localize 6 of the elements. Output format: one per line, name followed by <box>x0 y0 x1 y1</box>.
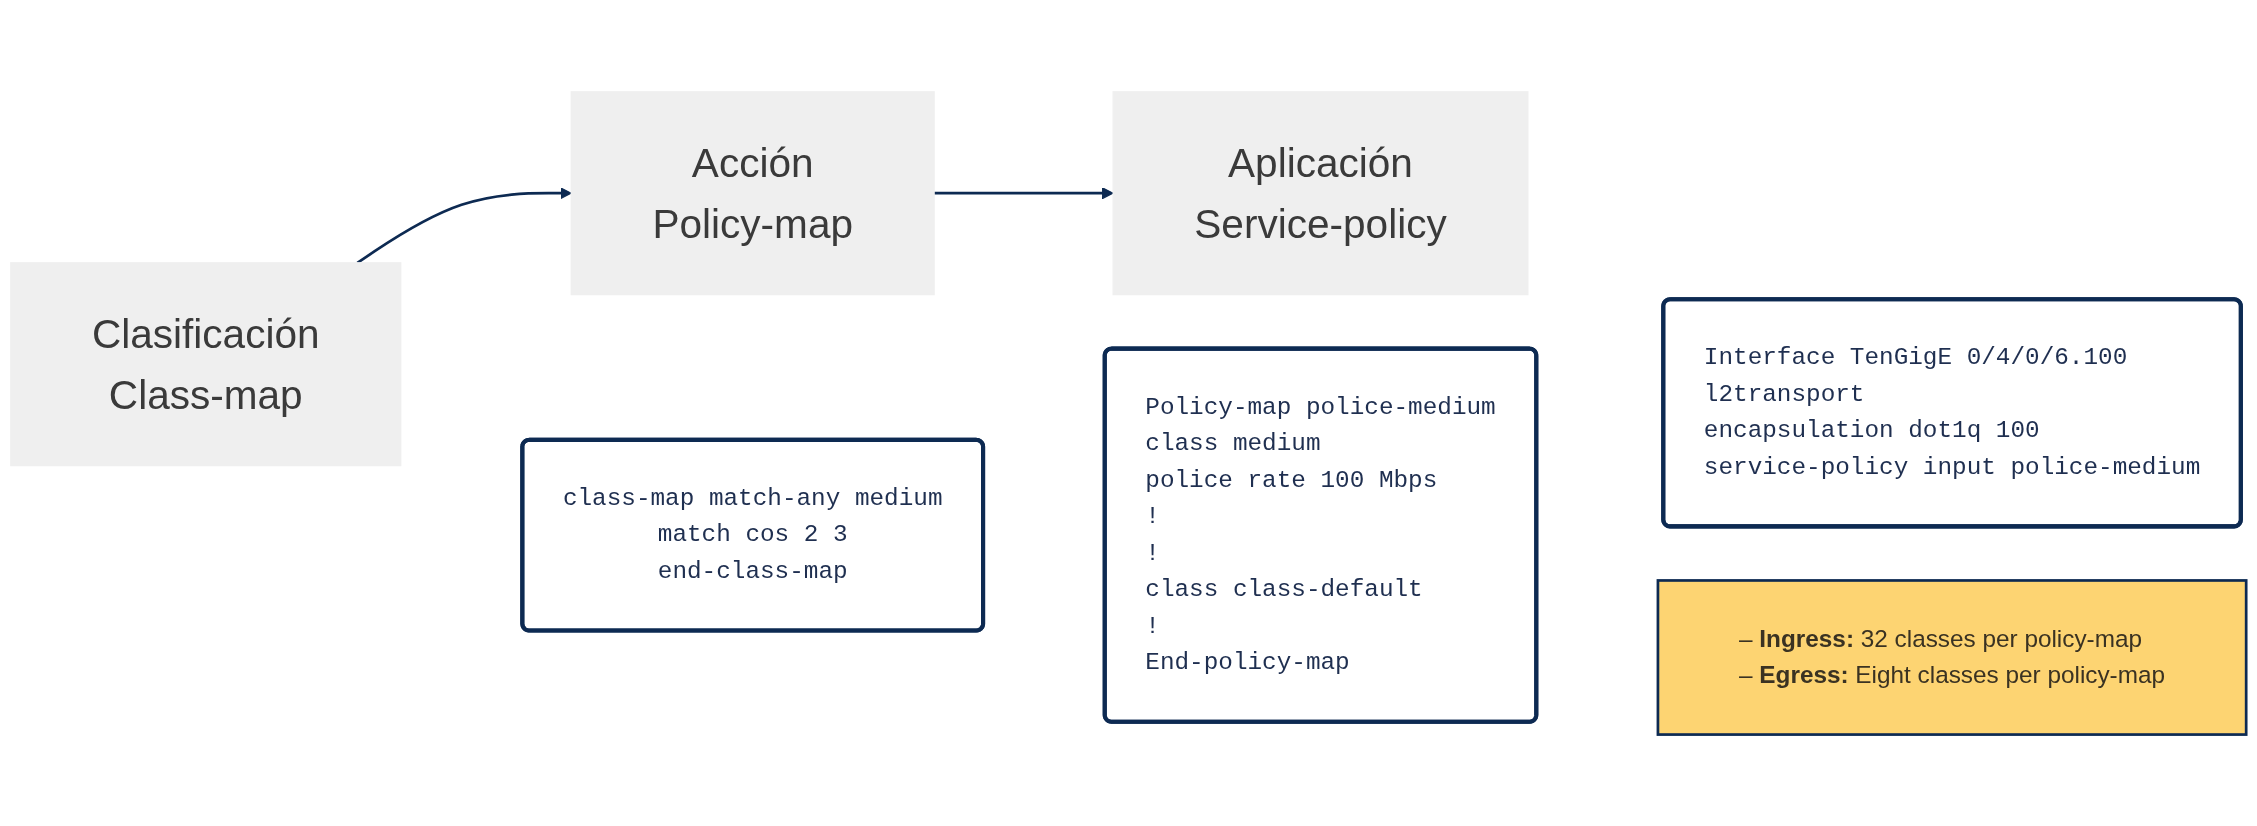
arrow <box>356 187 572 264</box>
arrow <box>934 187 1114 199</box>
node-box: Aplicación Service-policy <box>1112 90 1529 296</box>
node-box: – Ingress: 32 classes per policy-map – Egress: Eight classes per policy-map <box>1656 578 2248 736</box>
node-box: Clasificación Class-map <box>10 261 402 467</box>
node-box: Acción Policy-map <box>570 90 935 296</box>
